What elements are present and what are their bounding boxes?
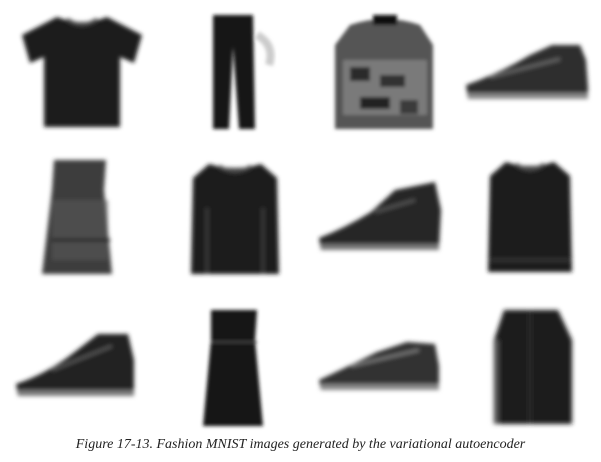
sneaker-icon <box>466 45 588 99</box>
pullover-icon <box>191 164 279 274</box>
generated-image-pullover-2 <box>460 150 600 285</box>
generated-image-dress <box>12 150 152 285</box>
ankle-boot-icon <box>319 182 441 250</box>
generated-image-sneaker <box>460 5 600 140</box>
pullover-icon <box>488 162 572 272</box>
generated-image-ankle-boot <box>315 150 455 285</box>
generated-image-sneaker-2 <box>12 300 152 435</box>
generated-image-sneaker-3 <box>315 300 455 435</box>
sneaker-icon <box>16 334 134 396</box>
generated-image-pullover <box>165 150 305 285</box>
generated-image-trousers <box>165 5 305 140</box>
coat-icon <box>493 310 572 424</box>
tshirt-icon <box>22 17 142 127</box>
generated-image-dress-2 <box>165 300 305 435</box>
trousers-icon <box>213 15 275 129</box>
dress-icon <box>42 160 112 274</box>
generated-image-coat <box>460 300 600 435</box>
figure-caption: Figure 17-13. Fashion MNIST images gener… <box>75 437 526 452</box>
sneaker-icon <box>319 342 439 390</box>
shirt-patterned-icon <box>335 15 433 129</box>
generated-image-tshirt <box>12 5 152 140</box>
dress-icon <box>203 310 263 426</box>
generated-image-shirt-patterned <box>315 5 455 140</box>
